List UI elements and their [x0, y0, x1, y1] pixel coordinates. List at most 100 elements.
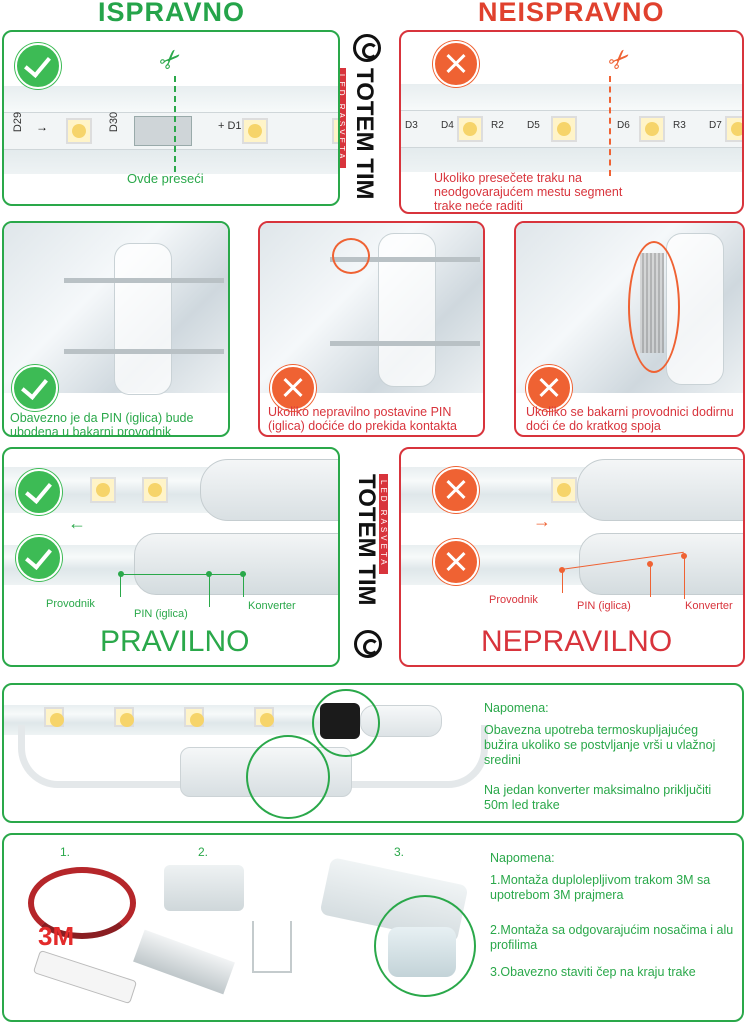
strip-code: D3: [405, 120, 418, 131]
cut-line: [174, 76, 176, 172]
check-icon: [16, 535, 62, 581]
cross-icon: [433, 539, 479, 585]
note1-p1: Obavezna upotreba termoskupljajućeg buži…: [484, 723, 716, 767]
pointer-dot: [240, 571, 246, 577]
cut-incorrect-panel: D3 D4 R2 D5 D6 R3 D7 ✂ Ukoliko presečete…: [399, 30, 744, 214]
pin-bad2-panel: Ukoliko se bakarni provodnici dodirnu do…: [514, 221, 745, 437]
highlight-ellipse: [628, 241, 680, 373]
pointer-dot: [118, 571, 124, 577]
cut-here-label: Ovde preseći: [127, 171, 204, 186]
led-strip: D29 → D30 + D1: [4, 86, 338, 174]
label-konverter: Konverter: [248, 600, 296, 612]
converter: [579, 533, 743, 595]
copyright-icon: [353, 34, 381, 62]
alu-profile: [133, 929, 235, 995]
connector-cap: [114, 243, 172, 395]
pointer-dot: [647, 561, 653, 567]
end-cap: [577, 459, 743, 521]
strip-code: D30: [108, 111, 121, 133]
note2-p2: 2.Montaža sa odgovarajućim nosačima i al…: [490, 923, 734, 952]
led-chip: [551, 477, 577, 503]
pin-bad1-panel: Ukoliko nepravilno postavine PIN (iglica…: [258, 221, 485, 437]
cut-correct-panel: D29 → D30 + D1 ✂ Ovde preseći: [2, 30, 340, 206]
scissors-icon: ✂: [152, 40, 189, 78]
led-chip: [551, 116, 577, 142]
mounting-clips: [164, 865, 244, 911]
pin-bad2-text: Ukoliko se bakarni provodnici dodirnu do…: [526, 405, 734, 433]
led-chip: [242, 118, 268, 144]
connect-incorrect-panel: → Provodnik PIN (iglica) Konverter NEPRA…: [399, 447, 745, 667]
primer-pen: [32, 949, 138, 1005]
pin-correct-panel: Obavezno je da PIN (iglica) bude ubodena…: [2, 221, 230, 437]
note1-panel: Napomena: Obavezna upotreba termoskuplja…: [2, 683, 744, 823]
cross-icon: [433, 467, 479, 513]
note1-title: Napomena:: [484, 701, 549, 715]
connector-cap: [666, 233, 724, 385]
cross-icon: [526, 365, 572, 411]
pin: [330, 257, 480, 262]
note2-title: Napomena:: [490, 851, 555, 865]
arrow-right-icon: →: [533, 511, 551, 531]
label-provodnik: Provodnik: [489, 594, 538, 606]
cut-contact: [134, 116, 192, 146]
brand-name-middle: TOTEM TIM: [353, 474, 380, 606]
strip-code: + D1: [218, 120, 242, 132]
brand-logo-middle: TOTEM TIM LED RASVETA: [350, 474, 396, 664]
led-chip: [254, 707, 274, 727]
header-correct: ISPRAVNO: [98, 0, 246, 27]
arrow-left-icon: ←: [68, 513, 86, 533]
step-num: 2.: [198, 845, 209, 859]
highlight-circle: [312, 689, 380, 757]
end-cap: [200, 459, 338, 521]
note2-panel: 1. 2. 3. 3M Napomena: 1.Montaža duplolep…: [2, 833, 744, 1022]
strip-code: D5: [527, 120, 540, 131]
led-chip: [142, 477, 168, 503]
connect-correct-panel: ← Provodnik PIN (iglica) Konverter PRAVI…: [2, 447, 340, 667]
note2-p1: 1.Montaža duplolepljivom trakom 3M sa up…: [490, 873, 711, 902]
label-pin: PIN (iglica): [577, 600, 631, 612]
tape-roll: [28, 867, 136, 939]
strip-code: D7: [709, 120, 722, 131]
led-chip: [90, 477, 116, 503]
pointer-dot: [559, 567, 565, 573]
highlight-circle: [374, 895, 476, 997]
cross-icon: [433, 41, 479, 87]
pointer-line: [120, 574, 246, 575]
cut-incorrect-text: Ukoliko presečete traku na neodgovarajuć…: [434, 171, 623, 213]
title-nepravilno: NEPRAVILNO: [481, 625, 673, 658]
pin-correct-text: Obavezno je da PIN (iglica) bude ubodena…: [10, 411, 194, 437]
led-chip: [457, 116, 483, 142]
led-strip: D3 D4 R2 D5 D6 R3 D7: [401, 84, 742, 172]
led-chip: [332, 118, 338, 144]
scissors-icon: ✂: [601, 40, 638, 78]
brand-logo-top: TOTEM TIM LED RASVETA: [337, 34, 396, 216]
highlight-circle: [332, 238, 370, 274]
alu-profile-end: [252, 921, 292, 973]
note1-p2: Na jedan konverter maksimalno priključit…: [484, 783, 712, 812]
copyright-icon: [354, 630, 382, 658]
led-chip: [114, 707, 134, 727]
label-pin: PIN (iglica): [134, 608, 188, 620]
converter: [134, 533, 338, 595]
title-pravilno: PRAVILNO: [100, 625, 250, 658]
brand-name-top: TOTEM TIM: [351, 68, 378, 200]
strip-code: R2: [491, 120, 504, 131]
arrow-right-icon: →: [36, 120, 48, 134]
label-konverter: Konverter: [685, 600, 733, 612]
pin-bad1-text: Ukoliko nepravilno postavine PIN (iglica…: [268, 405, 457, 433]
pin: [330, 341, 480, 346]
cross-icon: [270, 365, 316, 411]
header-incorrect: NEISPRAVNO: [478, 0, 665, 27]
logo-3m: 3M: [38, 921, 75, 951]
led-chip: [44, 707, 64, 727]
strip-code: R3: [673, 120, 686, 131]
step-num: 3.: [394, 845, 405, 859]
pointer-dot: [681, 553, 687, 559]
pin: [64, 278, 224, 283]
led-chip: [639, 116, 665, 142]
check-icon: [16, 469, 62, 515]
cut-line: [609, 76, 611, 176]
led-chip: [184, 707, 204, 727]
check-icon: [12, 365, 58, 411]
strip-code: D29: [12, 111, 25, 133]
